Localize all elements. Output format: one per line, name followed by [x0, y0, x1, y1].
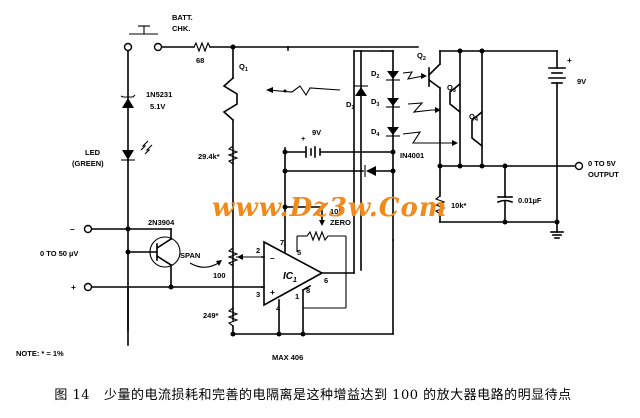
q2-transistor: [427, 50, 442, 167]
resistor-68: [161, 41, 419, 53]
input-range-label: 0 TO 50 µV: [40, 249, 78, 258]
output-label-1: 0 TO 5V: [588, 159, 616, 168]
transistor-label: 2N3904: [148, 218, 175, 227]
battery-9v-left: [284, 146, 394, 158]
watermark: www.Dz3w.Com: [212, 193, 447, 223]
pin6-label: 6: [324, 276, 328, 285]
zero-pot-label: 10k: [330, 207, 343, 216]
in4001-diode: [284, 165, 394, 177]
q4-transistor: [471, 50, 484, 167]
chip-label: MAX 406: [272, 353, 303, 362]
zener-voltage-label: 5.1V: [150, 102, 165, 111]
input-minus-terminal[interactable]: [83, 224, 93, 234]
resistor-10k: [434, 165, 558, 223]
transistor-2n3904: [127, 228, 181, 288]
q3-label: Q3: [447, 83, 456, 94]
led-icon: [121, 140, 153, 161]
op-amp-minus: –: [270, 253, 275, 263]
capacitor-001uf: [496, 165, 514, 223]
r249-label: 249*: [203, 311, 219, 320]
input-minus-label: –: [70, 224, 75, 234]
r68-label: 68: [196, 56, 204, 65]
d2-label: D2: [371, 69, 379, 80]
d3-label: D3: [371, 97, 379, 108]
op-amp-ic1: [261, 50, 362, 335]
resistor-249: [227, 307, 239, 327]
battery-right-label: 9V: [577, 77, 586, 86]
ground-icon: [550, 221, 564, 239]
diode-part-label: IN4001: [400, 151, 424, 160]
r29k-label: 29.4k*: [198, 152, 220, 161]
r10k-label: 10k*: [451, 201, 467, 210]
d1-label: D1: [346, 100, 354, 111]
battery-left-plus: +: [301, 134, 306, 143]
led-label-2: (GREEN): [72, 159, 104, 168]
span-arrow: [189, 261, 221, 268]
pin8-label: 8: [306, 286, 310, 295]
switch-terminal-right: [153, 42, 163, 52]
batt-chk-label-1: BATT.: [172, 13, 193, 22]
caption-text: 少量的电流损耗和完善的电隔离是这种增益达到 100 的放大器电路的明显待点: [104, 388, 572, 403]
q1-label: Q1: [239, 62, 248, 73]
ic1-label: IC1: [283, 271, 297, 284]
q4-label: Q4: [469, 112, 479, 123]
light-arrows-d-to-q: [402, 71, 458, 146]
battery-right-plus: +: [567, 55, 572, 65]
pin5-label: 5: [297, 248, 301, 257]
pin2-label: 2: [256, 246, 260, 255]
battery-9v-right: [548, 50, 566, 223]
pin3-label: 3: [256, 290, 260, 299]
batt-chk-label-2: CHK.: [172, 24, 190, 33]
q2-label: Q2: [417, 51, 426, 62]
pin4-label: 4: [276, 304, 281, 313]
r100-label: 100: [213, 271, 226, 280]
figure-caption: 图 14 少量的电流损耗和完善的电隔离是这种增益达到 100 的放大器电路的明显待…: [0, 384, 640, 403]
span-pot-100[interactable]: [227, 247, 262, 267]
q3-transistor: [449, 50, 462, 167]
output-label-2: OUTPUT: [588, 170, 619, 179]
span-label: SPAN: [180, 251, 200, 260]
diode-chain: [381, 50, 400, 241]
pin7-label: 7: [280, 238, 284, 247]
resistor-29k: [227, 145, 239, 165]
cap-label: 0.01µF: [518, 196, 542, 205]
switch-terminal-left: [123, 42, 133, 52]
q1-transistor: [222, 46, 238, 321]
output-terminal[interactable]: [574, 161, 584, 171]
figure-number: 图 14: [54, 388, 91, 403]
led-label-1: LED: [85, 148, 101, 157]
battery-left-label: 9V: [312, 128, 321, 137]
zener-diode: [120, 94, 136, 108]
d1-loop: [354, 50, 383, 271]
input-plus-label: +: [71, 282, 76, 292]
zener-part-label: 1N5231: [146, 90, 172, 99]
op-amp-plus: +: [270, 287, 275, 297]
input-plus-terminal[interactable]: [83, 282, 93, 292]
d4-label: D4: [371, 127, 380, 138]
zero-pot-10k[interactable]: [284, 206, 347, 309]
zero-label: ZERO: [330, 218, 351, 227]
batt-chk-switch: [123, 25, 163, 52]
pin1-label: 1: [295, 292, 299, 301]
light-arrow-d1-q1: [266, 85, 341, 97]
note-label: NOTE: * = 1%: [16, 349, 64, 358]
